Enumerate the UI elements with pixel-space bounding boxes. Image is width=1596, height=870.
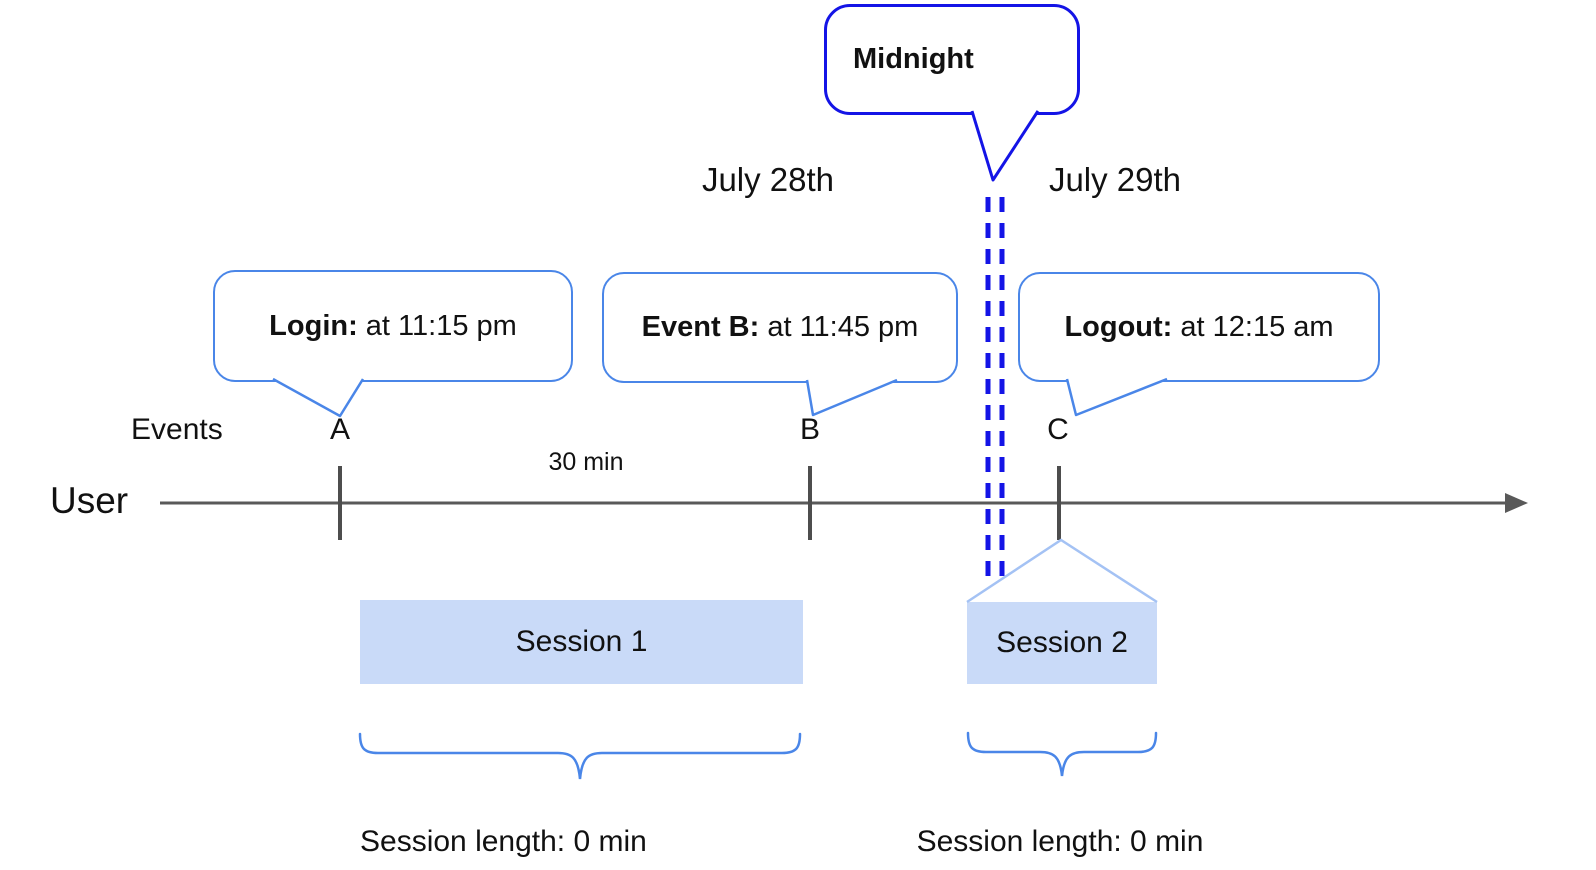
session-2-label: Session 2 [996, 626, 1128, 659]
event-marker-a: A [329, 413, 351, 446]
session-1-label: Session 1 [515, 625, 648, 658]
logout-label: Logout: [1064, 310, 1173, 343]
event-marker-c: C [1047, 413, 1069, 446]
logout-text: Logout: at 12:15 am [1064, 311, 1333, 344]
midnight-callout: Midnight [824, 4, 1080, 115]
event-b-label: Event B: [641, 311, 760, 343]
event-b-callout-tail [805, 378, 898, 417]
session-2-length-label: Session length: 0 min [916, 825, 1204, 858]
login-time: at 11:15 pm [357, 309, 517, 342]
event-b-text: Event B: at 11:45 pm [642, 311, 919, 344]
timeline-arrowhead-icon [1505, 493, 1528, 513]
login-callout-tail [272, 377, 365, 418]
event-b-callout: Event B: at 11:45 pm [602, 272, 958, 383]
login-callout: Login: at 11:15 pm [213, 270, 573, 382]
logout-callout-tail [1065, 377, 1168, 417]
logout-callout: Logout: at 12:15 am [1018, 272, 1380, 382]
date-label-july-28: July 28th [701, 161, 835, 198]
login-label: Login: [269, 309, 358, 342]
session-1-length-label: Session length: 0 min [360, 825, 647, 858]
midnight-callout-tail [970, 110, 1040, 182]
session-1-brace [358, 732, 802, 780]
login-text: Login: at 11:15 pm [269, 310, 517, 343]
session-2-brace [966, 731, 1158, 777]
event-marker-b: B [799, 413, 821, 446]
event-b-time: at 11:45 pm [759, 311, 919, 343]
interval-label-30-min: 30 min [548, 448, 624, 476]
midnight-label: Midnight [853, 43, 974, 75]
date-label-july-29: July 29th [1048, 161, 1182, 198]
session-2-connector-lines [966, 538, 1158, 604]
logout-time: at 12:15 am [1172, 310, 1334, 343]
session-1-box: Session 1 [360, 600, 803, 684]
events-row-label: Events [131, 413, 223, 446]
user-axis-label: User [50, 480, 129, 521]
session-2-box: Session 2 [967, 602, 1157, 684]
